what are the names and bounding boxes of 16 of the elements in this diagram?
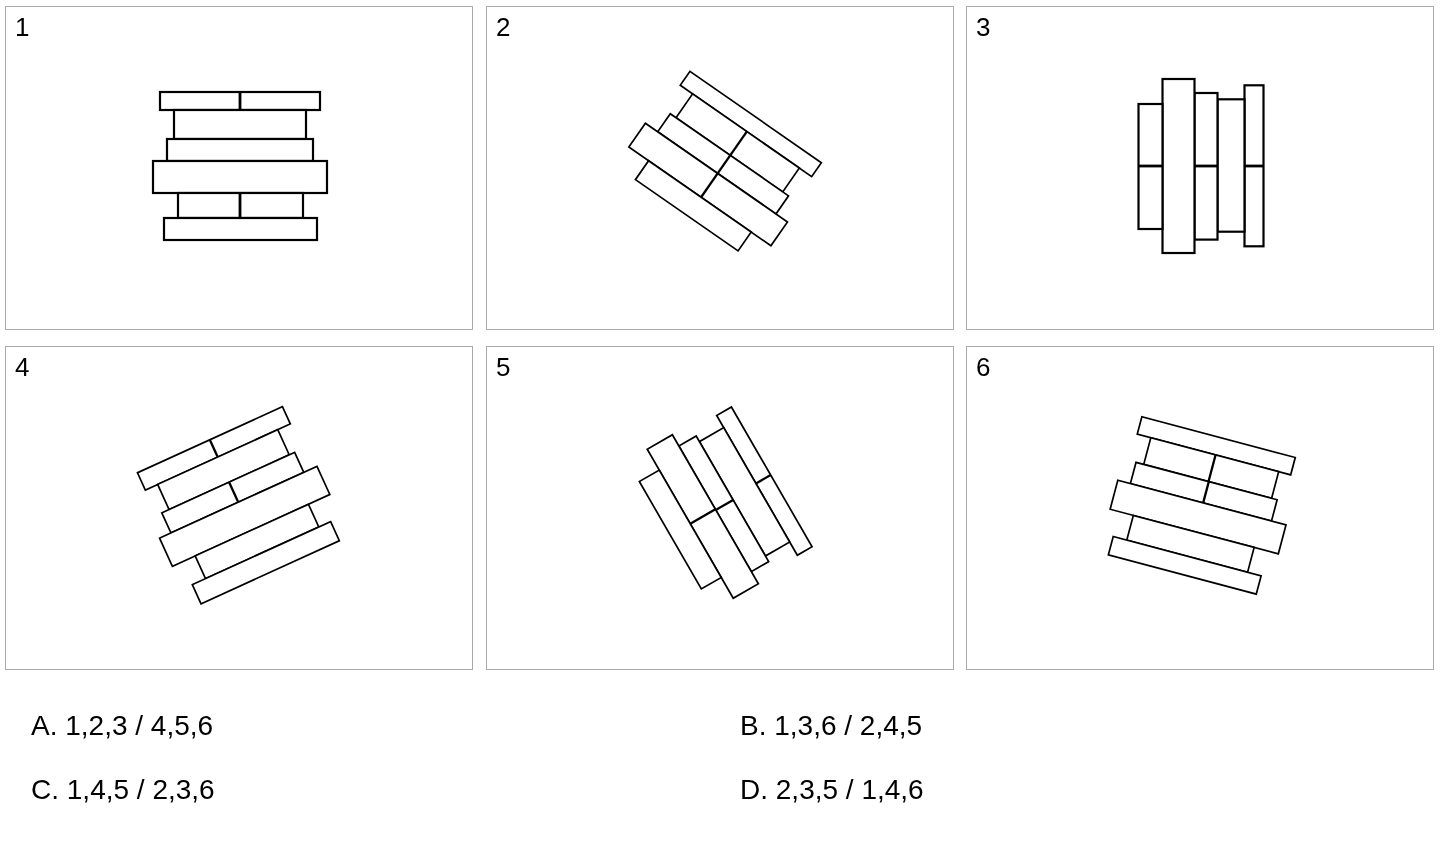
- figure-panel: [5, 346, 473, 670]
- figure-panel: [5, 6, 473, 330]
- answer-option: D. 2,3,5 / 1,4,6: [740, 774, 924, 806]
- panel-number: 3: [976, 12, 991, 42]
- panel-number: 5: [496, 352, 511, 382]
- panel-number: 1: [15, 12, 30, 42]
- answer-option: C. 1,4,5 / 2,3,6: [31, 774, 215, 806]
- answer-option: A. 1,2,3 / 4,5,6: [31, 710, 214, 742]
- panel-number: 4: [15, 352, 30, 382]
- figure-panel: [486, 6, 954, 330]
- panel-number: 2: [496, 12, 511, 42]
- answer-option: B. 1,3,6 / 2,4,5: [740, 710, 923, 742]
- figure-panel: [486, 346, 954, 670]
- figure-panel: [966, 6, 1434, 330]
- figure-panel: [966, 346, 1434, 670]
- panel-number: 6: [976, 352, 991, 382]
